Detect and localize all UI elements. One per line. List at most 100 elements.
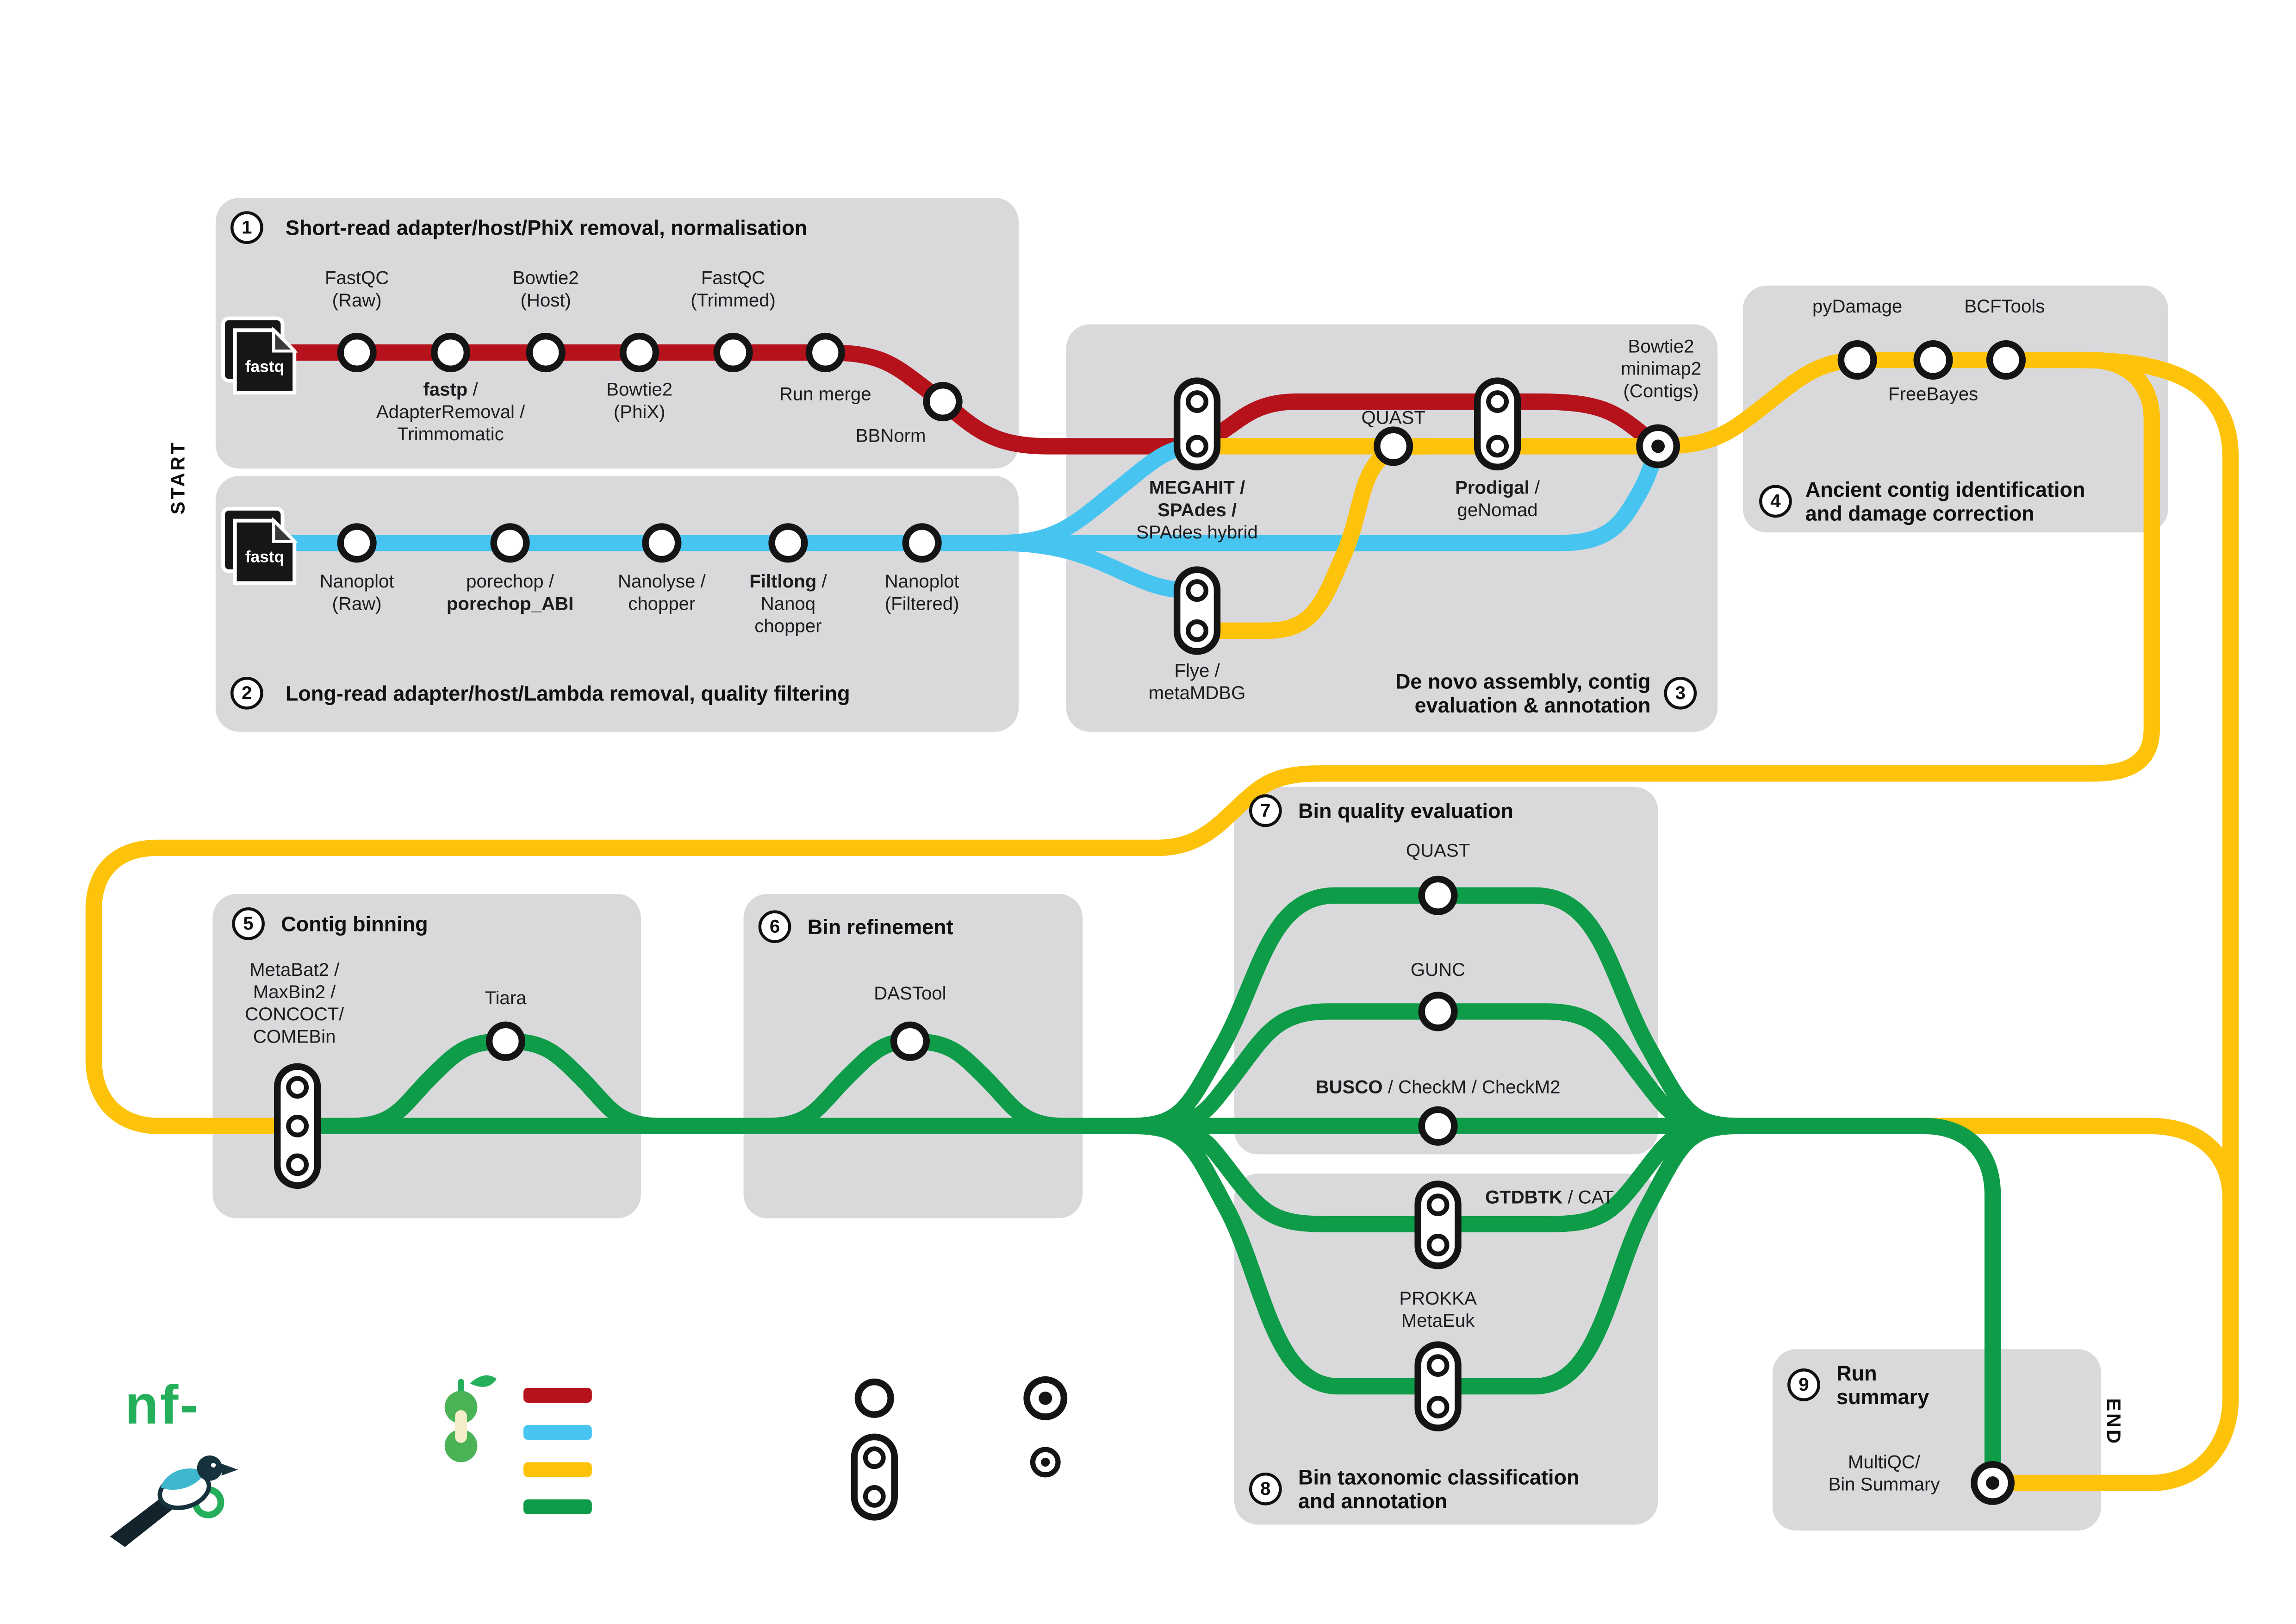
legend-swatch-red-line: [523, 1387, 592, 1403]
section-7-box: [1234, 787, 1658, 1155]
label-prodigal-genomad: Prodigal / geNomad: [1455, 477, 1540, 521]
section-4-badge: 4: [1759, 485, 1792, 518]
start-marker: START: [166, 440, 189, 515]
station-run-merge: [805, 332, 845, 373]
label-nanolyse: Nanolyse / chopper: [617, 571, 706, 615]
station-flye-capsule: [1173, 566, 1221, 655]
label-bbnorm: BBNorm: [855, 425, 926, 446]
legend-swatch-green-line: [523, 1499, 592, 1514]
contigs-line-main-loop: [85, 351, 2239, 1199]
legend-minor-station-icon: [1030, 1447, 1061, 1478]
long-reads-line-flye-branch: [999, 535, 1199, 599]
legend-swatch-yellow-line: [523, 1462, 592, 1477]
section-5-title: Contig binning: [281, 912, 428, 936]
station-nanoplot-filtered: [902, 523, 942, 563]
label-fastp: fastp / AdapterRemoval / Trimmomatic: [376, 379, 525, 445]
section-6-badge: 6: [758, 910, 791, 943]
station-binners-capsule: [274, 1063, 321, 1189]
label-dastool: DASTool: [874, 983, 946, 1004]
section-4-title: Ancient contig identification and damage…: [1805, 477, 2085, 525]
station-quast-assembly: [1374, 426, 1413, 466]
label-fastqc-raw: FastQC (Raw): [324, 268, 389, 311]
label-quast-assembly: QUAST: [1361, 407, 1425, 429]
station-prodigal-capsule: [1474, 377, 1521, 471]
label-binners: MetaBat2 / MaxBin2 / CONCOCT/ COMEBin: [245, 959, 344, 1048]
fastq-file-icon-short-reads: fastq: [221, 316, 298, 395]
section-9-badge: 9: [1787, 1368, 1820, 1401]
station-bowtie2-host: [526, 332, 566, 373]
station-busco: [1418, 1106, 1458, 1146]
station-bbnorm: [923, 381, 963, 422]
section-2-title: Long-read adapter/host/Lambda removal, q…: [285, 681, 850, 706]
label-porechop: porechop / porechop_ABI: [446, 571, 574, 615]
legend-capsule-station-icon: [851, 1433, 898, 1521]
label-pydamage: pyDamage: [1812, 296, 1903, 317]
fastq-label: fastq: [245, 357, 284, 375]
label-quast-bins: QUAST: [1406, 840, 1470, 862]
apple-core-icon: [416, 1375, 506, 1462]
label-filtlong: Filtlong / Nanoq chopper: [749, 571, 827, 637]
nf-logo-text: nf-: [124, 1374, 200, 1436]
label-nanoplot-raw: Nanoplot (Raw): [319, 571, 394, 615]
station-fastp: [430, 332, 471, 373]
station-quast-bins: [1418, 875, 1458, 915]
fastq-file-icon-long-reads: fastq: [221, 506, 298, 585]
section-9-box: [1773, 1349, 2102, 1531]
station-bcftools: [1986, 340, 2026, 380]
station-bowtie2-contigs-terminus: [1636, 424, 1680, 468]
magpie-logo: [110, 1455, 238, 1547]
section-3-title: De novo assembly, contig evaluation & an…: [1395, 669, 1651, 717]
station-gtdbtk-capsule: [1414, 1181, 1462, 1269]
station-dastool: [890, 1021, 930, 1061]
label-multiqc: MultiQC/ Bin Summary: [1828, 1451, 1940, 1495]
section-1-badge: 1: [230, 211, 263, 244]
legend-single-station-icon: [854, 1378, 894, 1418]
legend: [110, 1375, 1068, 1547]
section-8-badge: 8: [1249, 1472, 1282, 1505]
bins-line-main: [297, 1118, 2001, 1467]
section-5-badge: 5: [232, 907, 265, 940]
station-bowtie2-phix: [620, 332, 660, 373]
legend-swatch-blue-line: [523, 1425, 592, 1440]
section-3-badge: 3: [1664, 676, 1697, 710]
label-flye-metamdbg: Flye / metaMDBG: [1148, 660, 1246, 704]
section-1-title: Short-read adapter/host/PhiX removal, no…: [285, 215, 808, 240]
label-bowtie2-host: Bowtie2 (Host): [512, 268, 579, 311]
station-megahit-spades-capsule: [1173, 377, 1221, 471]
label-gunc: GUNC: [1410, 959, 1466, 981]
station-gunc: [1418, 992, 1458, 1031]
label-busco-checkm: BUSCO / CheckM / CheckM2: [1315, 1077, 1561, 1098]
station-tiara: [485, 1021, 526, 1061]
contigs-line-to-summary: [2010, 351, 2239, 1492]
section-2-badge: 2: [230, 676, 263, 710]
label-nanoplot-filtered: Nanoplot (Filtered): [884, 571, 959, 615]
station-filtlong: [768, 523, 808, 563]
section-8-title: Bin taxonomic classification and annotat…: [1298, 1465, 1580, 1512]
station-freebayes: [1913, 340, 1953, 380]
section-7-badge: 7: [1249, 794, 1282, 827]
label-bowtie2-phix: Bowtie2 (PhiX): [606, 379, 673, 423]
fastq-label: fastq: [245, 548, 284, 566]
label-tiara: Tiara: [485, 987, 527, 1009]
section-9-title: Run summary: [1836, 1361, 1929, 1408]
stations: [274, 332, 2026, 1505]
station-fastqc-trimmed: [713, 332, 753, 373]
legend-terminus-station-icon: [1023, 1376, 1068, 1420]
label-bcftools: BCFTools: [1964, 296, 2045, 317]
label-bowtie2-contigs: Bowtie2 minimap2 (Contigs): [1620, 336, 1702, 402]
label-gtdbtk-cat: GTDBTK / CAT: [1485, 1187, 1614, 1208]
section-1-box: [215, 198, 1019, 469]
end-marker: END: [2103, 1398, 2125, 1446]
station-prokka-capsule: [1414, 1341, 1462, 1431]
label-freebayes: FreeBayes: [1888, 383, 1979, 405]
label-prokka-metaeuk: PROKKA MetaEuk: [1399, 1288, 1477, 1331]
label-run-merge: Run merge: [779, 383, 871, 405]
station-nanoplot-raw: [337, 523, 377, 563]
label-fastqc-trimmed: FastQC (Trimmed): [691, 268, 776, 311]
station-porechop: [490, 523, 530, 563]
station-nanolyse: [642, 523, 682, 563]
section-7-title: Bin quality evaluation: [1298, 799, 1513, 823]
